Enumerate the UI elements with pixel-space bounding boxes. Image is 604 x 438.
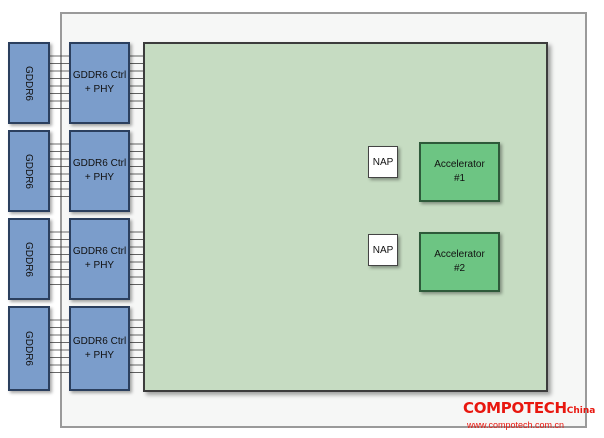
controller-label-line1: GDDR6 Ctrl: [72, 335, 127, 347]
gddr6-controller-phy: GDDR6 Ctrl + PHY: [69, 218, 130, 300]
gddr6-memory-chip: GDDR6: [8, 130, 50, 212]
accelerator-label-line2: #2: [453, 263, 466, 274]
accelerator-label-line2: #1: [453, 173, 466, 184]
gddr6-controller-phy: GDDR6 Ctrl + PHY: [69, 306, 130, 391]
watermark-brand: COMPOTECH: [463, 399, 567, 417]
controller-label-line2: + PHY: [84, 349, 115, 361]
controller-label-line1: GDDR6 Ctrl: [72, 70, 127, 81]
controller-label-line1: GDDR6 Ctrl: [72, 246, 127, 257]
accelerator-label-line1: Accelerator: [434, 159, 485, 170]
watermark-region: China: [566, 406, 596, 416]
gddr6-chip-label: GDDR6: [23, 153, 35, 189]
controller-label-line2: + PHY: [84, 172, 115, 183]
gddr6-chip-label: GDDR6: [23, 241, 35, 277]
nap-label: NAP: [372, 156, 394, 168]
gddr6-memory-chip: GDDR6: [8, 218, 50, 300]
gddr6-chip-label: GDDR6: [23, 65, 35, 101]
controller-label-line2: + PHY: [84, 84, 115, 95]
gddr6-memory-chip: GDDR6: [8, 42, 50, 124]
gddr6-controller-phy: GDDR6 Ctrl + PHY: [69, 130, 130, 212]
accelerator-block: Accelerator #1: [419, 142, 500, 202]
accelerator-block: Accelerator #2: [419, 232, 500, 292]
accelerator-label-line1: Accelerator: [434, 249, 485, 260]
watermark-url: www.compotech.com.cn: [467, 420, 565, 430]
gddr6-chip-label: GDDR6: [23, 330, 35, 367]
nap-label: NAP: [372, 244, 394, 256]
nap-block: NAP: [368, 234, 398, 266]
controller-label-line1: GDDR6 Ctrl: [72, 158, 127, 169]
controller-label-line2: + PHY: [84, 260, 115, 271]
gddr6-memory-chip: GDDR6: [8, 306, 50, 391]
gddr6-controller-phy: GDDR6 Ctrl + PHY: [69, 42, 130, 124]
nap-block: NAP: [368, 146, 398, 178]
fpga-core-fabric: [143, 42, 548, 392]
compotech-watermark: COMPOTECHChina www.compotech.com.cn: [463, 399, 603, 430]
